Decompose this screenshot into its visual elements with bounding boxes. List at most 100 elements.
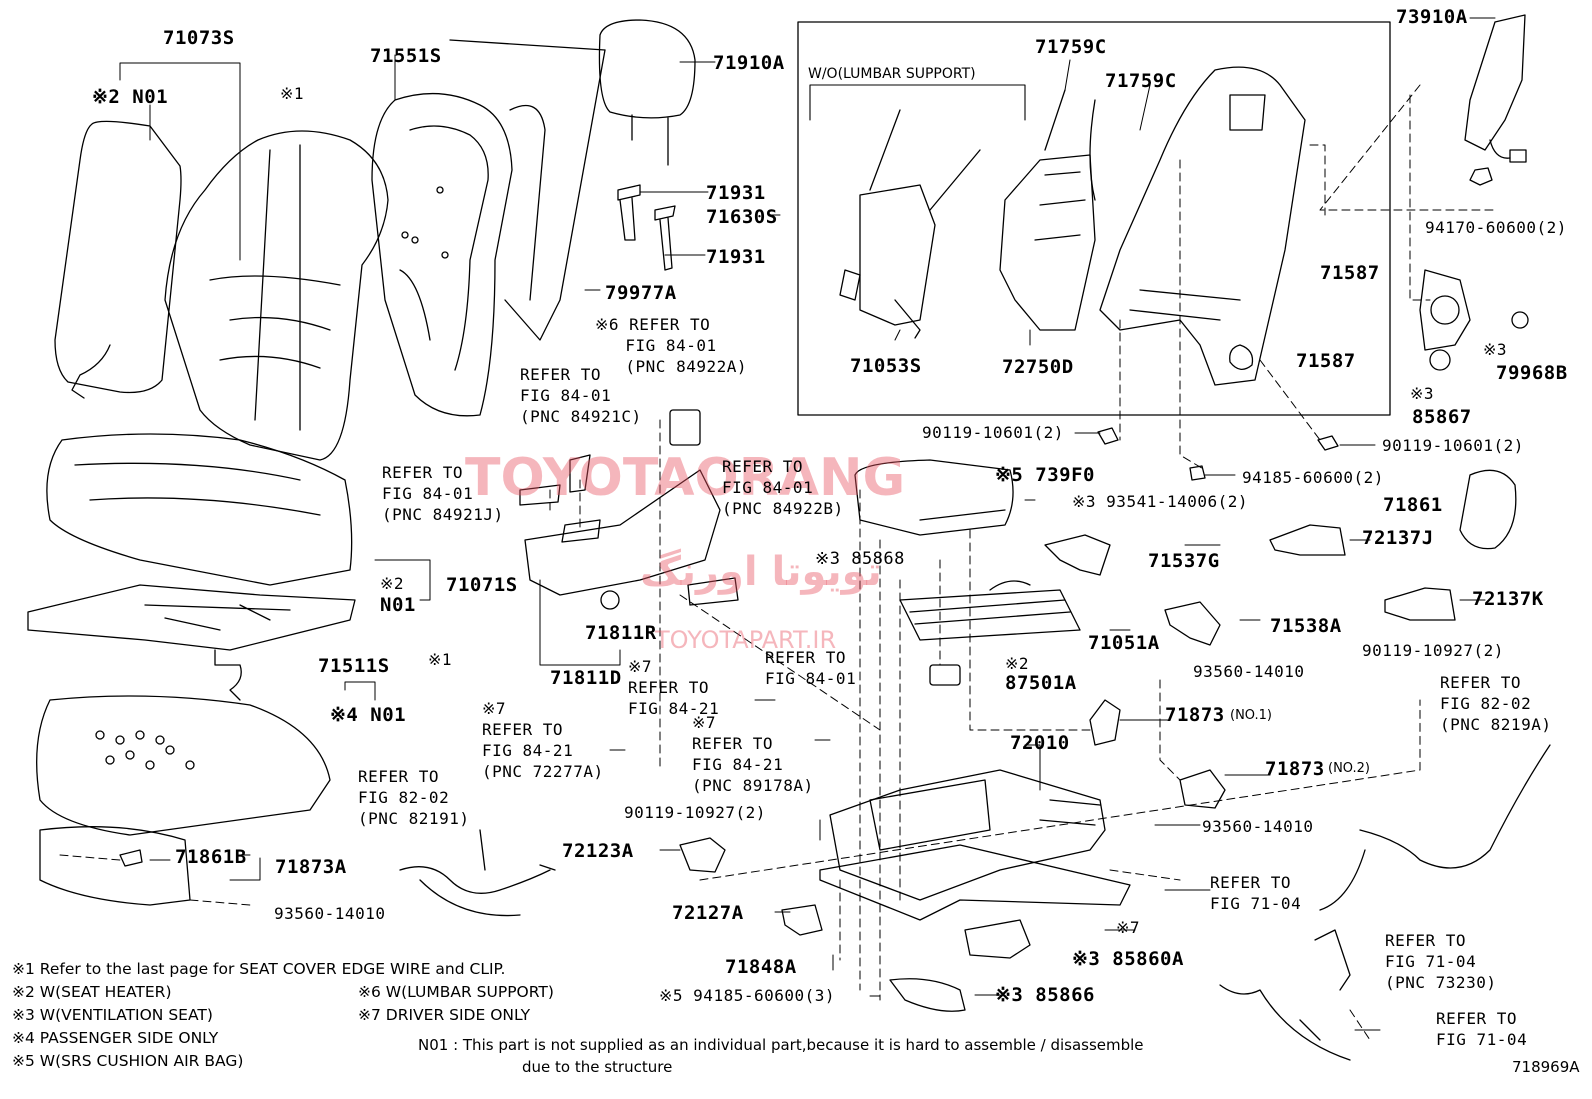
label-71861: 71861 — [1383, 494, 1443, 516]
ref-84-21: ※7 REFER TO FIG 84-21 — [628, 657, 720, 718]
label-90119-a: 90119-10601(2) — [922, 423, 1064, 442]
fastener-group — [1097, 167, 1529, 481]
label-72127A: 72127A — [672, 902, 744, 924]
label-72010: 72010 — [1010, 732, 1070, 754]
label-739F0: ※5 739F0 — [995, 464, 1095, 486]
label-71873-no1-tag: (NO.1) — [1230, 708, 1272, 723]
cover-72127A — [781, 904, 823, 936]
cushion-heater-mat — [27, 584, 356, 701]
label-71587-a: 71587 — [1320, 262, 1380, 284]
cushion-pad — [36, 695, 331, 836]
label-93560-b: 93560-14010 — [1202, 817, 1314, 836]
ref-71-04-b: REFER TO FIG 71-04 — [1436, 1009, 1528, 1049]
seat-adjuster — [819, 769, 1131, 921]
label-85868: ※3 85868 — [815, 549, 905, 569]
label-71759C-a: 71759C — [1035, 36, 1107, 58]
hinge-71873-no2 — [1179, 769, 1226, 809]
label-n01-c: ※4 N01 — [330, 704, 407, 726]
label-71873-no2: 71873 — [1265, 758, 1325, 780]
cover-72137J — [1269, 524, 1346, 556]
label-note1-b: ※1 — [428, 650, 453, 669]
ref-89178A: ※7 REFER TO FIG 84-21 (PNC 89178A) — [692, 713, 814, 795]
label-71931-b: 71931 — [706, 246, 766, 268]
ref-73230: REFER TO FIG 71-04 (PNC 73230) — [1385, 931, 1497, 992]
label-71861B: 71861B — [175, 846, 247, 868]
ref-8219A: REFER TO FIG 82-02 (PNC 8219A) — [1440, 673, 1552, 734]
label-71073S: 71073S — [163, 27, 235, 49]
footnote-4: ※4 PASSENGER SIDE ONLY — [12, 1029, 219, 1047]
label-71071S: 71071S — [446, 574, 518, 596]
label-90119-b: 90119-10601(2) — [1382, 436, 1524, 455]
diagram-id: 718969A — [1512, 1058, 1580, 1076]
label-94170: 94170-60600(2) — [1425, 218, 1567, 237]
seatback-heater-pad — [54, 120, 182, 399]
switch-group — [519, 409, 739, 606]
label-85867: 85867 — [1412, 406, 1472, 428]
label-note7-c: ※7 — [1116, 918, 1141, 937]
label-71873-no2-tag: (NO.2) — [1328, 761, 1370, 776]
label-note3-b: ※3 — [1410, 384, 1435, 403]
label-72137K: 72137K — [1472, 588, 1544, 610]
label-79968B: 79968B — [1496, 362, 1568, 384]
label-71759C-b: 71759C — [1105, 70, 1177, 92]
label-n01-b: N01 — [380, 594, 416, 616]
label-note1-a: ※1 — [280, 84, 305, 103]
label-94185-b: ※5 94185-60600(3) — [659, 986, 836, 1005]
hinge-71873-no1 — [1089, 699, 1121, 746]
footnote-2: ※2 W(SEAT HEATER) — [12, 983, 172, 1001]
ref-71-04-a: REFER TO FIG 71-04 — [1210, 873, 1302, 913]
headrest — [598, 19, 696, 166]
side-cover-outer — [1164, 601, 1221, 646]
label-85860A: ※3 85860A — [1072, 948, 1184, 970]
footnote-1: ※1 Refer to the last page for SEAT COVER… — [12, 960, 506, 978]
lumbar-support-wire — [839, 109, 981, 339]
label-71051A: 71051A — [1088, 632, 1160, 654]
label-72123A: 72123A — [562, 840, 634, 862]
side-airbag — [1464, 14, 1527, 163]
label-85866: ※3 85866 — [995, 984, 1095, 1006]
label-71537G: 71537G — [1148, 550, 1220, 572]
ref-84922A: ※6 REFER TO FIG 84-01 (PNC 84922A) — [595, 315, 747, 376]
footnote-3: ※3 W(VENTILATION SEAT) — [12, 1006, 213, 1024]
label-90119-c: 90119-10927(2) — [1362, 641, 1504, 660]
pad-85866 — [889, 978, 966, 1012]
cushion-airbag — [854, 459, 1014, 536]
label-93560-a: 93560-14010 — [1193, 662, 1305, 681]
footnote-5: ※5 W(SRS CUSHION AIR BAG) — [12, 1052, 244, 1070]
belt-sensor-wire — [1319, 744, 1551, 911]
lumbar-support-assy — [999, 89, 1096, 331]
cover-72137K — [1384, 587, 1456, 621]
label-note3-a: ※3 — [1483, 340, 1508, 359]
ref-82191: REFER TO FIG 82-02 (PNC 82191) — [358, 767, 470, 828]
watermark-main: TOYOTAORANG — [465, 448, 905, 508]
label-71630S: 71630S — [706, 206, 778, 228]
headrest-support — [617, 184, 676, 271]
label-71538A: 71538A — [1270, 615, 1342, 637]
seatback-cover — [164, 130, 389, 461]
seat-wire-harness — [399, 829, 556, 917]
label-94185-a: 94185-60600(2) — [1242, 468, 1384, 487]
hole-cover-71861 — [1459, 469, 1517, 550]
label-90119-d: 90119-10927(2) — [624, 803, 766, 822]
heater-connector — [929, 664, 961, 686]
label-72750D: 72750D — [1002, 356, 1074, 378]
footnote-7: ※7 DRIVER SIDE ONLY — [358, 1006, 531, 1024]
label-71811D: 71811D — [550, 667, 622, 689]
ref-84921C: REFER TO FIG 84-01 (PNC 84921C) — [520, 365, 642, 426]
label-71053S: 71053S — [850, 355, 922, 377]
seatback-frame — [1099, 66, 1306, 386]
pad-85860A — [964, 919, 1031, 959]
label-93541: ※3 93541-14006(2) — [1072, 492, 1249, 511]
ref-72277A: ※7 REFER TO FIG 84-21 (PNC 72277A) — [482, 699, 604, 781]
label-72137J: 72137J — [1362, 527, 1434, 549]
label-71511S: 71511S — [318, 655, 390, 677]
label-71587-b: 71587 — [1296, 350, 1356, 372]
cushion-spring — [899, 580, 1081, 641]
label-71873A: 71873A — [275, 856, 347, 878]
label-71873-no1: 71873 — [1165, 704, 1225, 726]
label-71910A: 71910A — [713, 52, 785, 74]
footnote-6: ※6 W(LUMBAR SUPPORT) — [358, 983, 554, 1001]
label-71811R: 71811R — [585, 622, 657, 644]
footnote-n01-line2: due to the structure — [522, 1058, 673, 1076]
